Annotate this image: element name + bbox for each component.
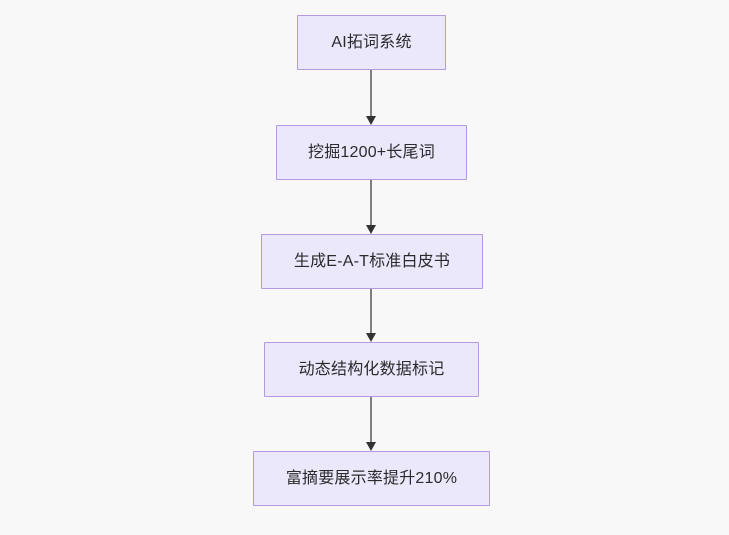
flowchart-node-label: 生成E-A-T标准白皮书 — [293, 252, 451, 270]
flowchart-node-label: AI拓词系统 — [331, 33, 412, 51]
flowchart-node-label: 动态结构化数据标记 — [298, 360, 445, 378]
flowchart-node-n3[interactable]: 生成E-A-T标准白皮书 — [261, 234, 483, 289]
edge-n4-to-n5 — [366, 397, 376, 451]
flowchart-node-label: 挖掘1200+长尾词 — [308, 143, 435, 161]
arrowhead-icon — [366, 333, 376, 342]
edge-n3-to-n4 — [366, 289, 376, 342]
edge-n2-to-n3 — [366, 180, 376, 234]
flowchart-node-label: 富摘要展示率提升210% — [285, 469, 458, 487]
arrowhead-icon — [366, 116, 376, 125]
edge-n1-to-n2 — [366, 70, 376, 125]
flowchart-node-n4[interactable]: 动态结构化数据标记 — [264, 342, 479, 397]
flowchart-node-n1[interactable]: AI拓词系统 — [297, 15, 446, 70]
flowchart-node-n2[interactable]: 挖掘1200+长尾词 — [276, 125, 467, 180]
arrowhead-icon — [366, 225, 376, 234]
arrowhead-icon — [366, 442, 376, 451]
flowchart-node-n5[interactable]: 富摘要展示率提升210% — [253, 451, 490, 506]
